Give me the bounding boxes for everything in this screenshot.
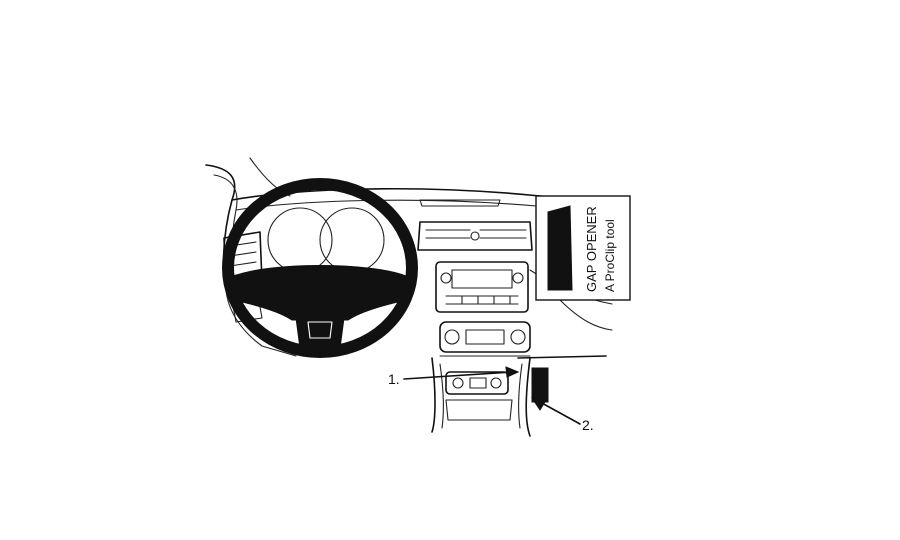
dashboard — [223, 187, 613, 437]
tool-inset: GAP OPENER A ProClip tool — [535, 195, 631, 301]
steering-wheel — [222, 178, 418, 358]
tool-subtitle: A ProClip tool — [603, 219, 617, 292]
mounting-bracket — [531, 367, 549, 403]
callout-2: 2. — [530, 397, 594, 433]
gap-opener-tool-icon — [547, 205, 573, 291]
callout-1: 1. — [388, 366, 520, 387]
callout-label-2: 2. — [582, 417, 594, 433]
tool-title: GAP OPENER — [584, 206, 599, 292]
callout-label-1: 1. — [388, 371, 400, 387]
